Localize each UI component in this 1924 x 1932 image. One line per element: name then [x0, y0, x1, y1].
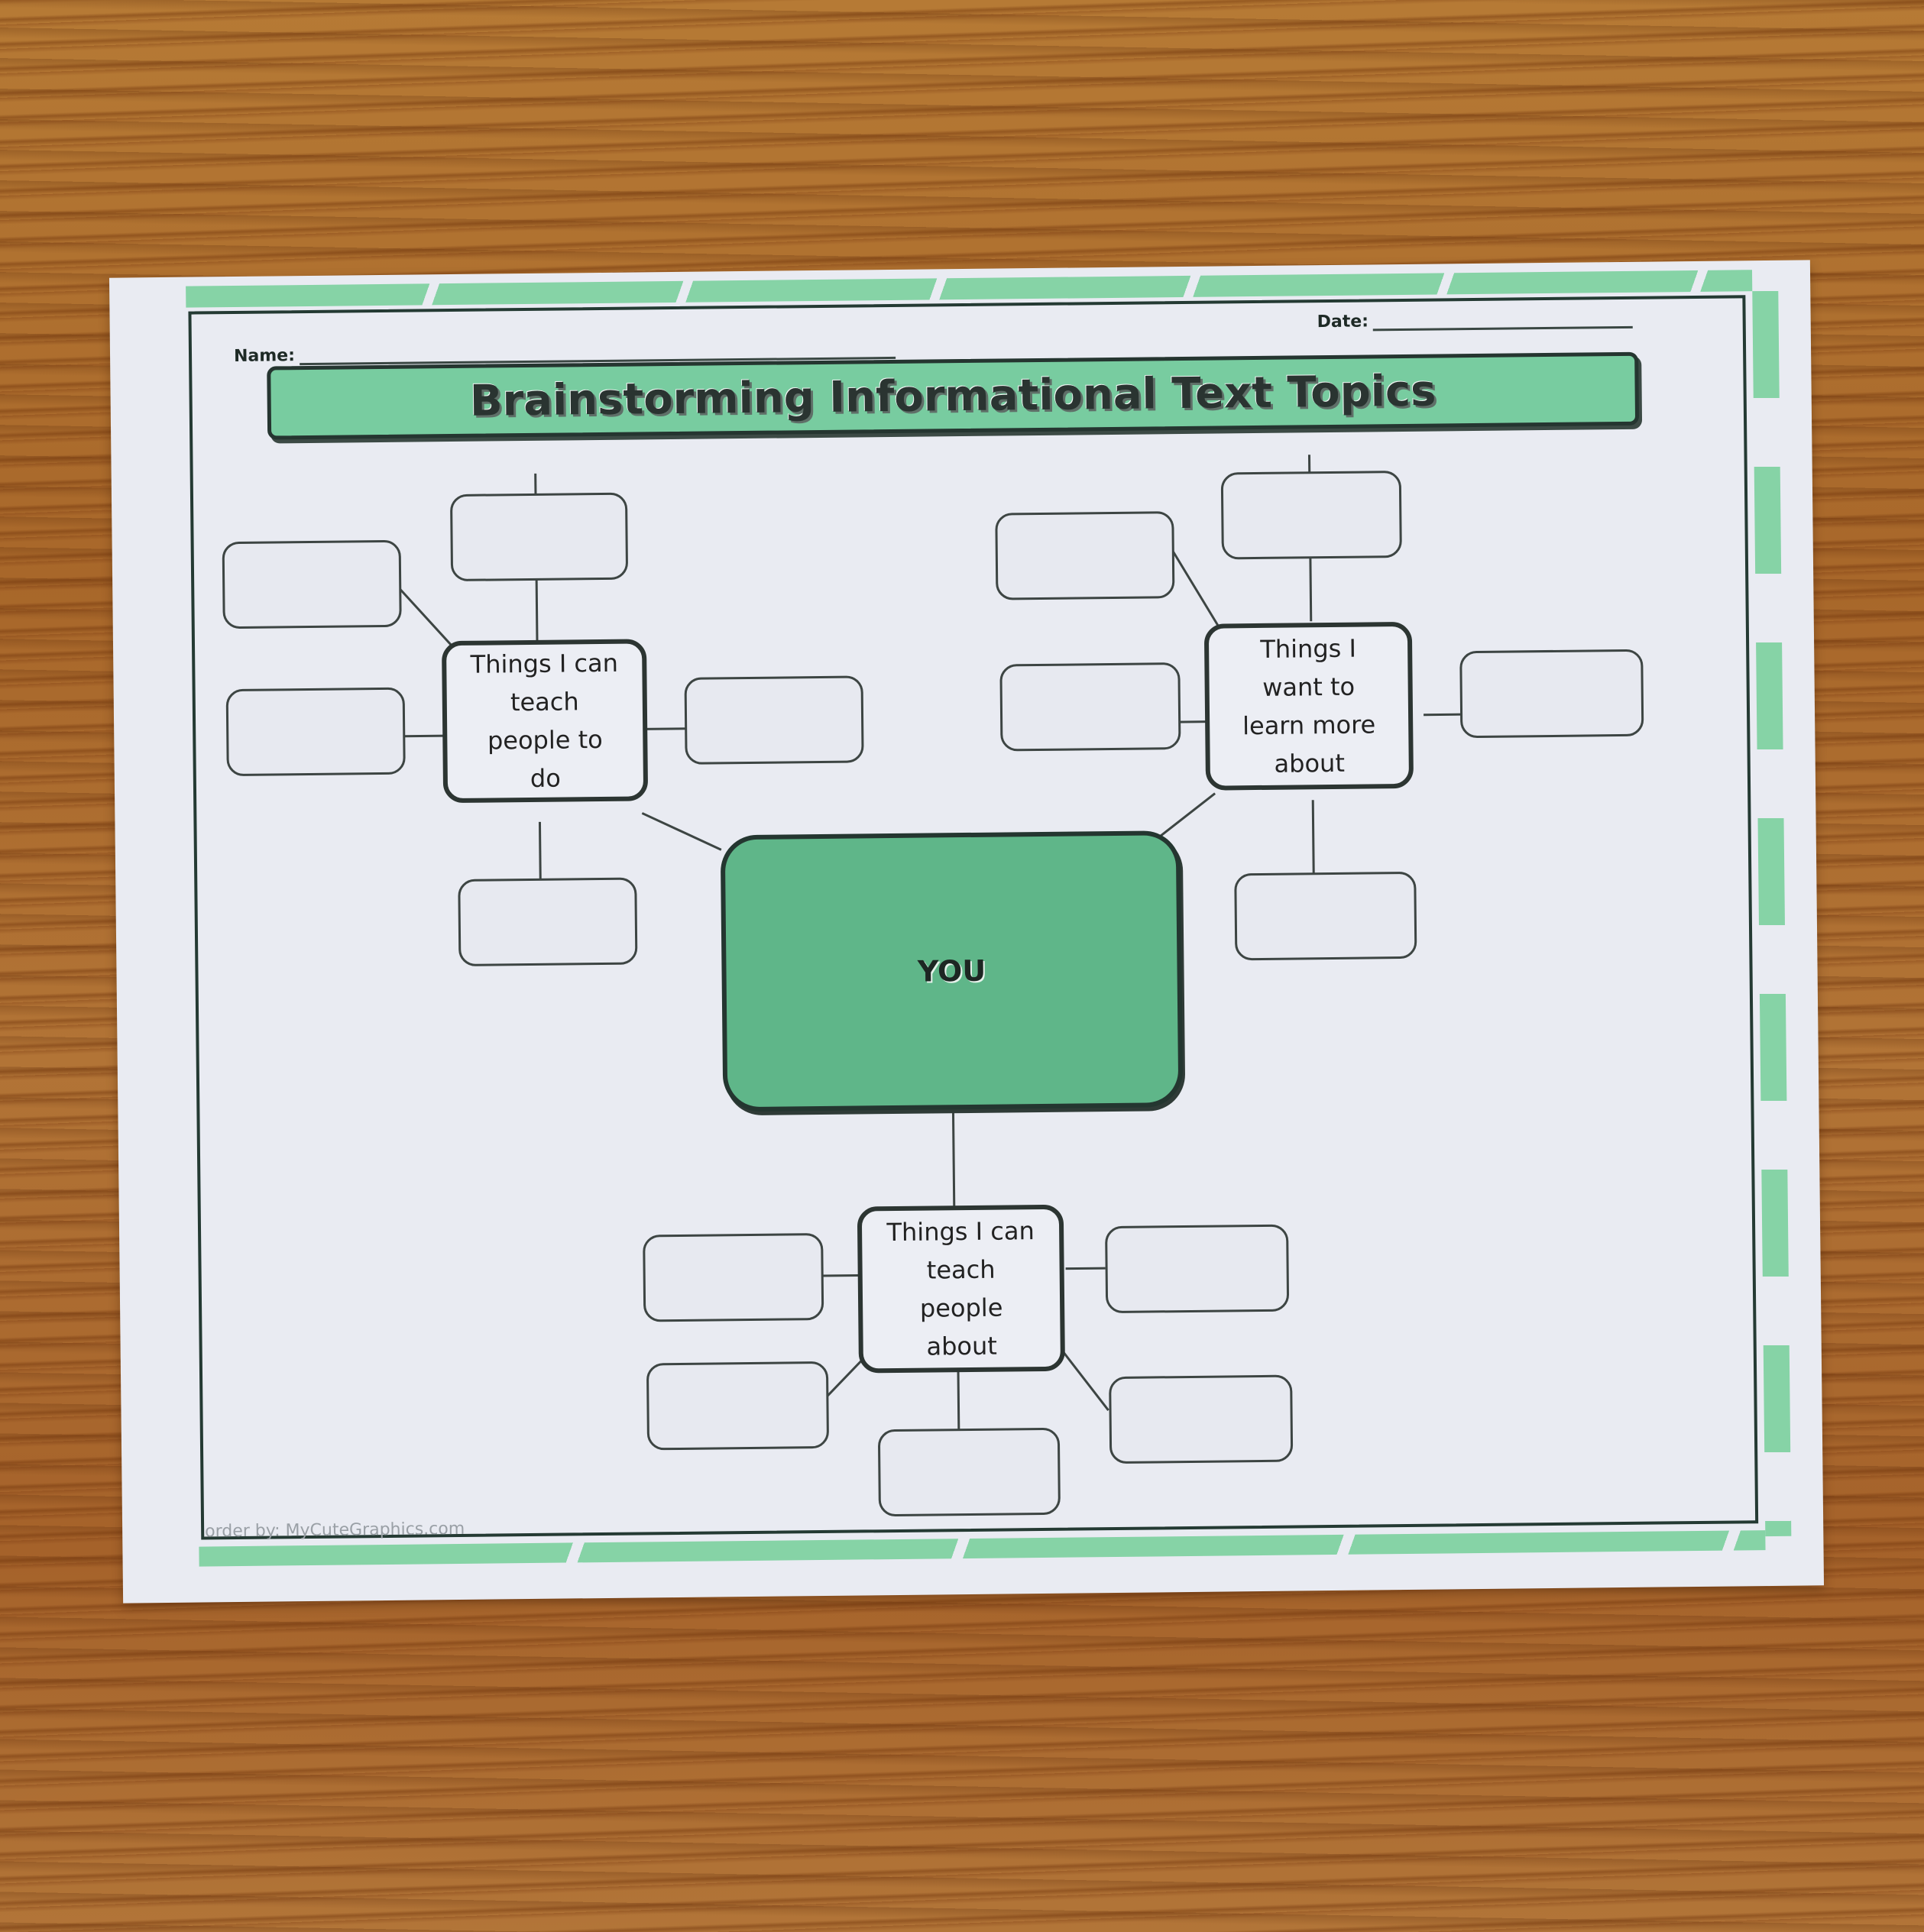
blank-box[interactable]	[222, 539, 402, 629]
hub-label-line: people	[919, 1293, 1003, 1323]
hub-teach-about: Things I can teach people about	[857, 1204, 1066, 1374]
blank-box[interactable]	[1109, 1374, 1294, 1464]
blank-box[interactable]	[684, 675, 864, 765]
hub-label-line: want to	[1262, 672, 1356, 702]
hub-label-line: Things I can	[886, 1216, 1035, 1248]
hub-learn-more: Things I want to learn more about	[1203, 621, 1414, 791]
hub-label-line: about	[926, 1331, 998, 1361]
blank-box[interactable]	[458, 877, 638, 966]
blank-box[interactable]	[646, 1361, 830, 1451]
hub-label-line: learn more	[1242, 710, 1376, 741]
hub-label-line: Things I	[1260, 633, 1357, 664]
connector-lines	[398, 455, 1464, 1431]
blank-box[interactable]	[1234, 871, 1417, 961]
blank-box[interactable]	[1105, 1224, 1290, 1314]
hub-teach-to-do: Things I can teach people to do	[441, 639, 649, 804]
hub-label-line: about	[1274, 748, 1346, 778]
blank-box[interactable]	[995, 511, 1175, 600]
credit-text: order by: MyCuteGraphics.com	[205, 1519, 465, 1542]
blank-box[interactable]	[877, 1427, 1061, 1517]
hub-label-line: people to	[487, 724, 603, 756]
blank-box[interactable]	[1220, 471, 1402, 560]
hub-label-line: teach	[926, 1254, 996, 1285]
blank-box[interactable]	[225, 687, 406, 777]
hub-label-line: teach	[510, 687, 579, 717]
blank-box[interactable]	[999, 662, 1181, 752]
blank-box[interactable]	[449, 492, 629, 582]
center-label: YOU	[917, 953, 986, 989]
blank-box[interactable]	[643, 1232, 824, 1322]
hub-label-line: Things I can	[470, 648, 619, 679]
center-node: YOU	[720, 830, 1184, 1112]
hub-label-line: do	[530, 763, 562, 793]
blank-box[interactable]	[1459, 649, 1644, 739]
worksheet-paper: Name: Date: Brainstorming Informational …	[109, 260, 1825, 1604]
